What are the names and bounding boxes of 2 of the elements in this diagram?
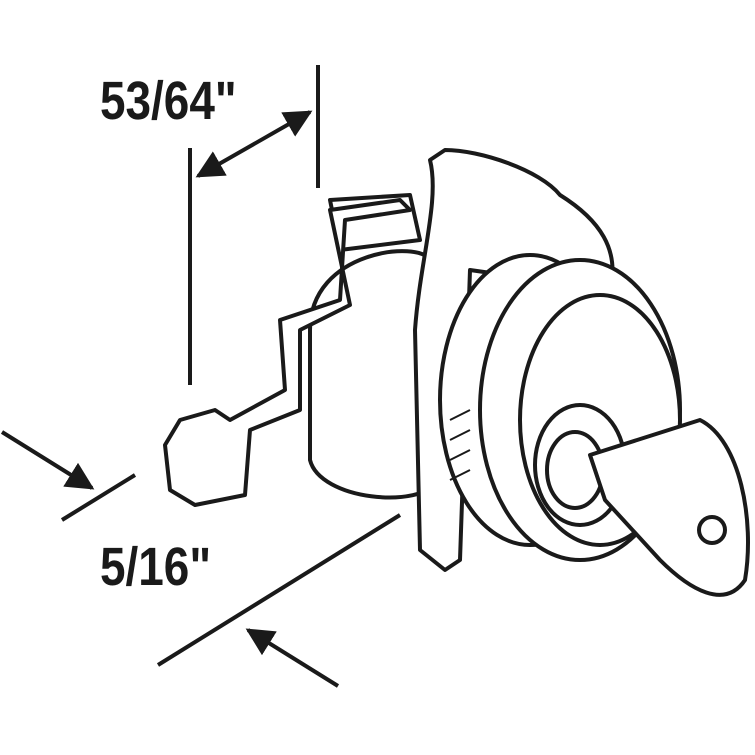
dimension-label: 5/16": [100, 540, 212, 594]
dimension-label: 53/64": [100, 74, 237, 128]
